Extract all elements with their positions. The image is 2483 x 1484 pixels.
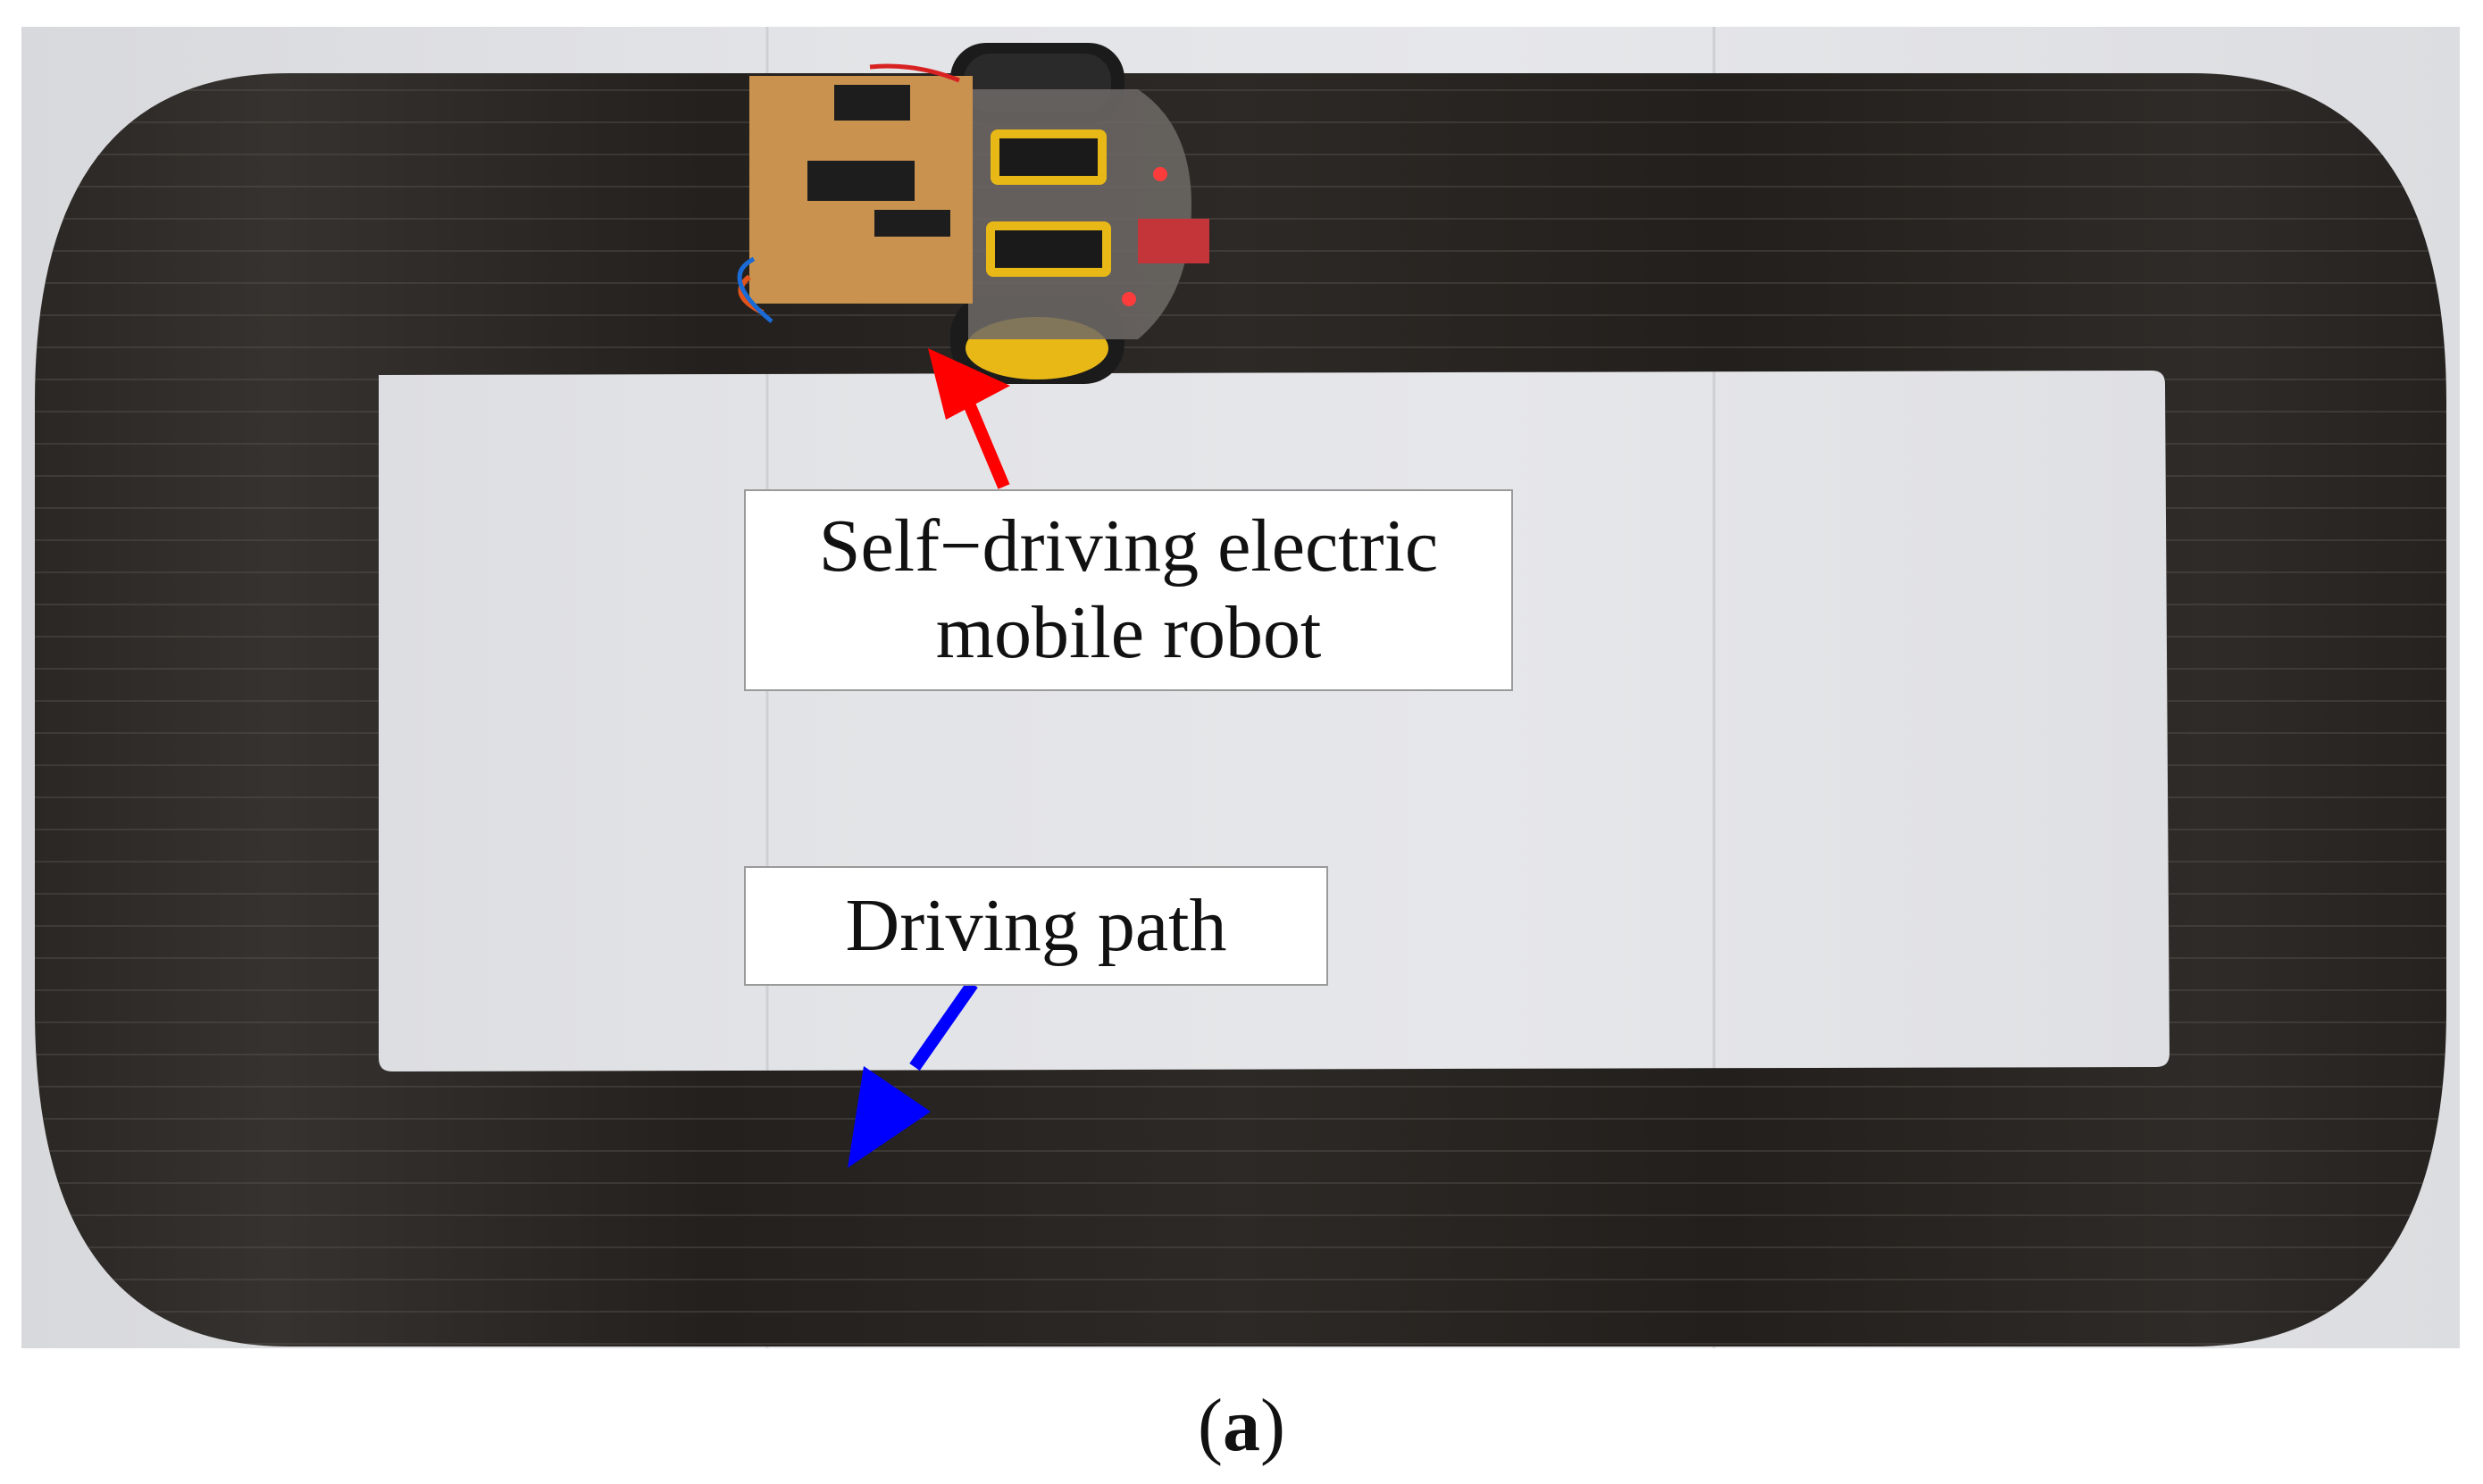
- figure-caption: (a): [0, 1382, 2483, 1469]
- robot-arrow: [928, 348, 1010, 489]
- track-photo: [21, 27, 2460, 1348]
- caption-letter: a: [1223, 1384, 1260, 1467]
- caption-close: ): [1260, 1384, 1285, 1467]
- path-label: Driving path: [744, 866, 1328, 986]
- path-label-text: Driving path: [845, 883, 1227, 967]
- caption-open: (: [1198, 1384, 1223, 1467]
- robot-image: [737, 43, 1209, 384]
- path-arrow: [848, 980, 978, 1168]
- robot-label-line2: mobile robot: [935, 591, 1322, 674]
- track-texture: [35, 73, 2446, 1346]
- robot-label-line1: Self−driving electric: [818, 504, 1439, 588]
- robot-label: Self−driving electric mobile robot: [744, 489, 1513, 691]
